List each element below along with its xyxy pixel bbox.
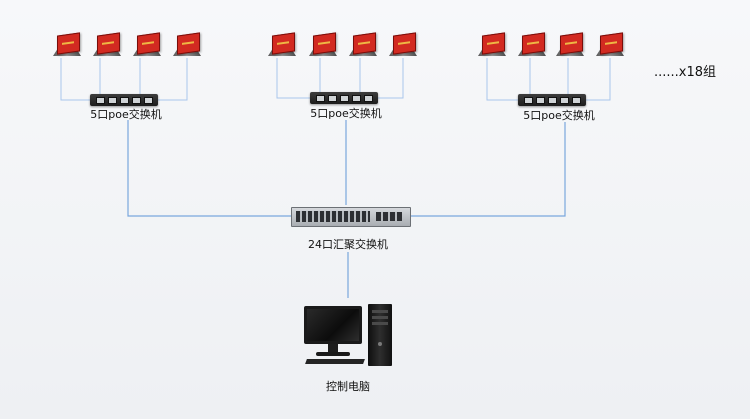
- poe-switch-icon: [310, 92, 378, 104]
- poe-switch-label: 5口poe交换机: [90, 108, 162, 121]
- table-card-terminal-icon: [478, 30, 506, 56]
- table-card-terminal-icon: [93, 30, 121, 56]
- aggregation-switch-label: 24口汇聚交换机: [308, 238, 388, 251]
- aggregation-switch-icon: [291, 207, 411, 227]
- table-card-terminal-icon: [133, 30, 161, 56]
- controller-label: 控制电脑: [326, 380, 370, 393]
- poe-switch-label: 5口poe交换机: [523, 109, 595, 122]
- table-card-terminal-icon: [596, 30, 624, 56]
- group-3-drop-lines: [486, 58, 611, 101]
- computer-icon: [300, 298, 396, 368]
- table-card-terminal-icon: [349, 30, 377, 56]
- drop-line: [580, 58, 611, 101]
- table-card-terminal-icon: [389, 30, 417, 56]
- drop-line: [60, 58, 98, 101]
- table-card-terminal-icon: [268, 30, 296, 56]
- table-card-terminal-icon: [173, 30, 201, 56]
- group-count-label: ......x18组: [654, 65, 717, 80]
- drop-line: [276, 58, 312, 99]
- poe-switch-label: 5口poe交换机: [310, 107, 382, 120]
- drop-line: [486, 58, 520, 101]
- uplink-line-group-1: [127, 120, 292, 217]
- group-2-drop-lines: [276, 58, 404, 99]
- table-card-terminal-icon: [518, 30, 546, 56]
- drop-line: [366, 58, 404, 99]
- poe-switch-icon: [518, 94, 586, 106]
- drop-line: [148, 58, 188, 101]
- poe-switch-icon: [90, 94, 158, 106]
- group-1-drop-lines: [60, 58, 188, 101]
- table-card-terminal-icon: [53, 30, 81, 56]
- uplink-line-group-3: [410, 122, 566, 217]
- uplink-lines: [127, 120, 566, 298]
- table-card-terminal-icon: [556, 30, 584, 56]
- table-card-terminal-icon: [309, 30, 337, 56]
